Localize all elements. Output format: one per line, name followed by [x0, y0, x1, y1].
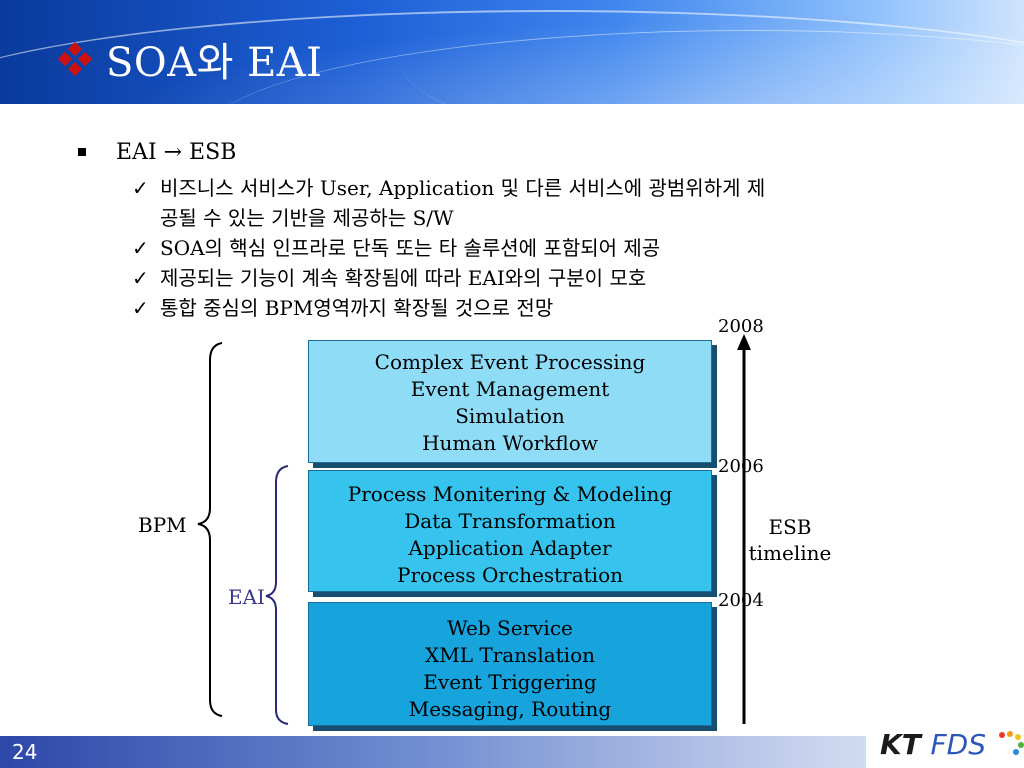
layer-item: Event Triggering	[423, 670, 597, 694]
kt-fds-logo: KT FDS	[880, 728, 1024, 761]
esb-timeline-arrowhead	[737, 334, 751, 350]
logo-kt-text: KT	[880, 728, 921, 761]
slide-header	[0, 0, 1024, 104]
layer-item: Web Service	[447, 616, 573, 640]
check-item-text: 통합 중심의 BPM영역까지 확장될 것으로 전망	[160, 296, 554, 320]
bpm-label: BPM	[138, 513, 187, 537]
check-icon: ✓	[132, 176, 149, 200]
page-number: 24	[12, 740, 38, 764]
layer-item: Event Management	[410, 377, 610, 401]
check-item-text: SOA의 핵심 인프라로 단독 또는 타 솔루션에 포함되어 제공	[160, 236, 661, 260]
layer-item: Messaging, Routing	[408, 697, 612, 721]
diamond-bullet-icon	[58, 42, 92, 76]
bpm-brace	[197, 342, 223, 717]
year-label-2008: 2008	[718, 316, 764, 337]
year-label-2006: 2006	[718, 456, 764, 477]
slide-title: SOA와 EAI	[106, 40, 323, 86]
layer-item: XML Translation	[425, 643, 595, 667]
layer-item: Process Orchestration	[397, 563, 623, 587]
layer-box-top: Complex Event Processing Event Managemen…	[308, 340, 712, 463]
check-item-text: 제공되는 기능이 계속 확장됨에 따라 EAI와의 구분이 모호	[160, 266, 647, 290]
check-icon: ✓	[132, 296, 149, 320]
esb-label-line: timeline	[748, 541, 832, 565]
layer-item: Simulation	[455, 404, 565, 428]
layer-item: Data Transformation	[404, 509, 616, 533]
layer-item: Human Workflow	[422, 431, 598, 455]
layer-item: Process Monitering & Modeling	[347, 482, 673, 506]
check-item: ✓ 제공되는 기능이 계속 확장됨에 따라 EAI와의 구분이 모호	[132, 262, 646, 291]
check-icon: ✓	[132, 236, 149, 260]
bullet-level1-text: EAI → ESB	[116, 140, 237, 165]
logo-dots-icon	[998, 731, 1024, 755]
check-item: ✓ SOA의 핵심 인프라로 단독 또는 타 솔루션에 포함되어 제공	[132, 232, 660, 261]
check-item-continuation: 공될 수 있는 기반을 제공하는 S/W	[160, 206, 454, 230]
check-icon: ✓	[132, 266, 149, 290]
slide-footer	[0, 736, 1024, 768]
layer-box-middle: Process Monitering & Modeling Data Trans…	[308, 470, 712, 592]
eai-brace	[265, 465, 289, 725]
eai-label: EAI	[228, 585, 265, 609]
check-item-text: 비즈니스 서비스가 User, Application 및 다른 서비스에 광범…	[160, 176, 766, 200]
check-item: ✓ 비즈니스 서비스가 User, Application 및 다른 서비스에 광…	[132, 172, 765, 201]
logo-fds-text: FDS	[930, 728, 986, 761]
esb-timeline-label: ESB timeline	[740, 514, 840, 566]
esb-label-line: ESB	[768, 515, 812, 539]
header-sheen	[0, 0, 1024, 104]
layer-box-bottom: Web Service XML Translation Event Trigge…	[308, 602, 712, 726]
layer-item: Complex Event Processing	[374, 350, 646, 374]
year-label-2004: 2004	[718, 590, 764, 611]
square-bullet-icon	[78, 148, 86, 156]
logo-area	[866, 726, 1024, 768]
layer-item: Application Adapter	[408, 536, 612, 560]
check-item: ✓ 통합 중심의 BPM영역까지 확장될 것으로 전망	[132, 292, 553, 321]
